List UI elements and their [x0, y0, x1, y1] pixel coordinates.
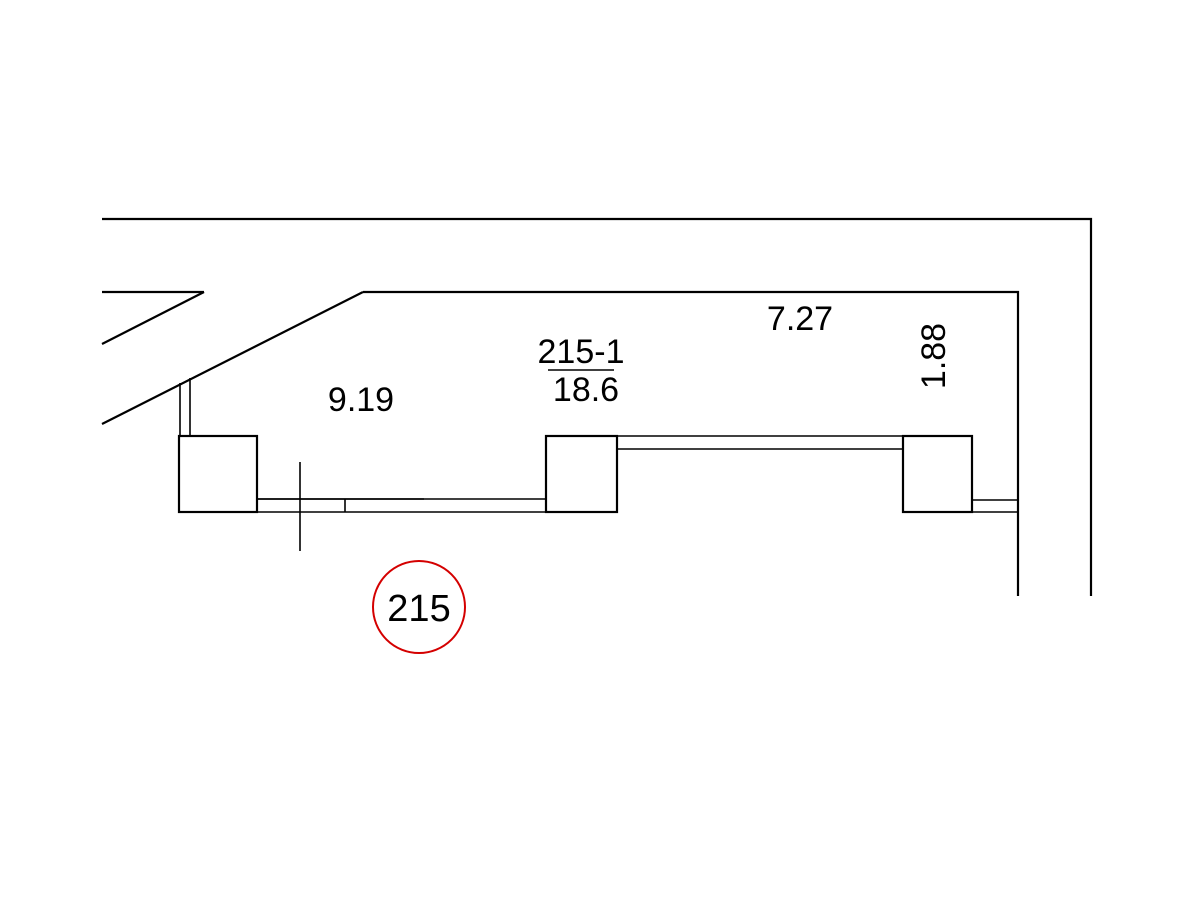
- diagonal-wall-slant: [101, 291, 205, 345]
- dimension-left: 9.19: [328, 381, 394, 419]
- column-middle: [544, 434, 619, 514]
- outer-wall: [102, 217, 1093, 596]
- room-area: 18.6: [553, 371, 619, 409]
- dimension-right: 1.88: [915, 323, 953, 389]
- dimension-top: 7.27: [767, 300, 833, 338]
- room-marker-label: 215: [387, 588, 450, 630]
- column-left: [177, 434, 259, 514]
- room-number: 215-1: [538, 333, 625, 371]
- room-outline: [363, 290, 1020, 596]
- column-right: [901, 434, 974, 514]
- diagonal-wall-lower: [101, 291, 364, 425]
- room-marker-circle: [372, 560, 466, 654]
